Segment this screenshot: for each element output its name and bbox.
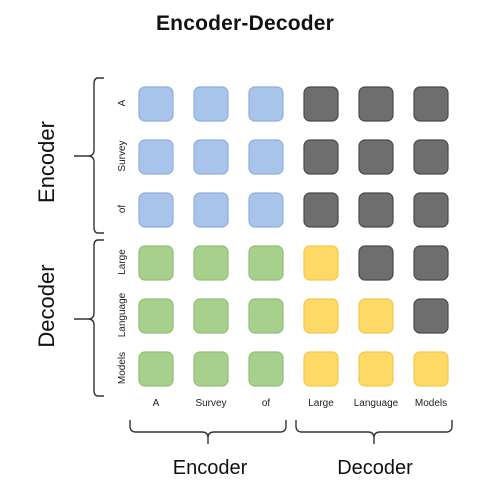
grid-cell-enc — [248, 192, 284, 228]
grid-cell-cross — [193, 245, 229, 281]
grid-cell-masked — [413, 86, 449, 122]
grid-cell-cross — [248, 351, 284, 387]
col-token-3: Large — [308, 398, 334, 409]
grid-cell-masked — [358, 192, 394, 228]
grid-cell-enc — [138, 139, 174, 175]
grid-cell-enc — [193, 192, 229, 228]
grid-cell-masked — [413, 192, 449, 228]
grid-cell-dec — [358, 351, 394, 387]
bottom-bracket-encoder — [129, 420, 287, 444]
bottom-bracket-decoder — [295, 420, 453, 444]
grid-cell-enc — [138, 192, 174, 228]
grid-cell-cross — [193, 351, 229, 387]
grid-cell-enc — [193, 86, 229, 122]
col-token-1: Survey — [195, 398, 227, 409]
grid-cell-masked — [358, 245, 394, 281]
grid-cell-cross — [138, 245, 174, 281]
grid-cell-dec — [303, 351, 339, 387]
grid-cell-dec — [413, 351, 449, 387]
bottom-group-label-decoder: Decoder — [337, 457, 413, 479]
grid-cell-masked — [413, 139, 449, 175]
grid-cell-masked — [358, 86, 394, 122]
left-bracket-decoder — [74, 239, 104, 397]
grid-cell-masked — [303, 139, 339, 175]
grid-cell-masked — [358, 139, 394, 175]
left-bracket-encoder — [74, 77, 104, 234]
brackets — [74, 77, 453, 444]
grid-cell-dec — [358, 298, 394, 334]
grid-cell-enc — [193, 139, 229, 175]
col-token-0: A — [152, 398, 160, 409]
grid-cell-cross — [138, 298, 174, 334]
grid-cell-enc — [248, 139, 284, 175]
grid-cell-dec — [303, 298, 339, 334]
col-token-2: of — [261, 398, 271, 409]
attention-grid — [138, 86, 449, 387]
bottom-group-label-encoder: Encoder — [172, 457, 248, 479]
col-token-5: Models — [414, 398, 448, 409]
diagram-title: Encoder-Decoder — [155, 12, 335, 35]
grid-cell-cross — [248, 245, 284, 281]
grid-cell-dec — [303, 245, 339, 281]
grid-cell-cross — [138, 351, 174, 387]
grid-cell-masked — [303, 86, 339, 122]
grid-cell-cross — [248, 298, 284, 334]
grid-cell-masked — [303, 192, 339, 228]
grid-cell-masked — [413, 298, 449, 334]
grid-cell-masked — [413, 245, 449, 281]
grid-cell-enc — [248, 86, 284, 122]
grid-cell-cross — [193, 298, 229, 334]
grid-cell-enc — [138, 86, 174, 122]
col-token-4: Language — [353, 398, 399, 409]
